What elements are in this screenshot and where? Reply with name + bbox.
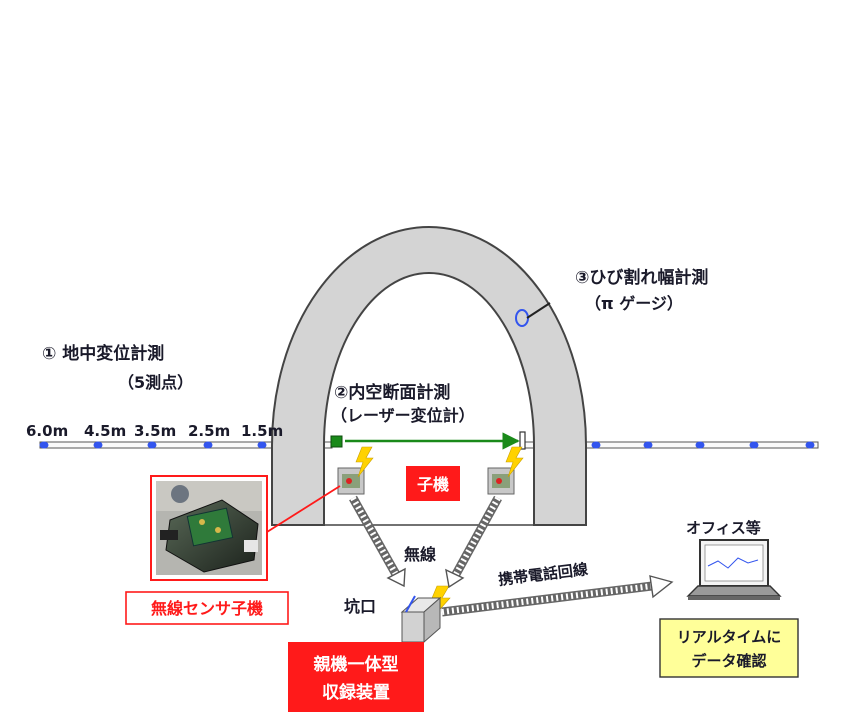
- anchor-point: [203, 441, 213, 449]
- realtime-line1: リアルタイムに: [677, 628, 782, 646]
- laser-emitter-icon: [330, 435, 343, 448]
- distance-label: 6.0m: [26, 422, 68, 440]
- wireless-arrow-left: [349, 495, 406, 588]
- wireless-label: 無線: [404, 545, 436, 564]
- mobile-line-arrow: [441, 575, 674, 617]
- distance-label: 3.5m: [134, 422, 176, 440]
- sensor-box-icon: [487, 467, 515, 495]
- sensor-box-icon: [337, 467, 365, 495]
- crack-gauge-icon: [515, 302, 551, 327]
- tunnel-lining: [271, 226, 587, 526]
- realtime-box: [659, 618, 799, 678]
- realtime-line2: データ確認: [691, 652, 766, 670]
- anchor-point: [147, 441, 157, 449]
- anchor-point: [39, 441, 49, 449]
- anchor-point: [643, 441, 653, 449]
- laser-target: [519, 431, 526, 450]
- parent-unit-line2: 収録装置: [322, 682, 390, 703]
- distance-label: 1.5m: [241, 422, 283, 440]
- laser-measurement: [330, 431, 526, 450]
- portal-label: 坑口: [344, 597, 376, 616]
- measurement-1-title: ① 地中変位計測: [42, 343, 164, 364]
- child-unit-badge: [406, 466, 460, 501]
- sensor-photo: [150, 475, 268, 581]
- office-label: オフィス等: [686, 519, 761, 537]
- measurement-3-title: ③ひび割れ幅計測: [575, 267, 708, 288]
- extensometer-anchors: [39, 441, 815, 449]
- anchor-point: [695, 441, 705, 449]
- distance-label: 4.5m: [84, 422, 126, 440]
- wireless-sensor-label: 無線センサ子機: [151, 599, 263, 618]
- anchor-point: [257, 441, 267, 449]
- parent-unit-icon: [400, 595, 442, 644]
- measurement-2-sub: （レーザー変位計）: [331, 406, 475, 425]
- anchor-point: [805, 441, 815, 449]
- child-unit-label: 子機: [417, 475, 449, 494]
- mobile-line-label: 携帯電話回線: [497, 560, 589, 589]
- measurement-1-sub: （5測点）: [118, 373, 193, 392]
- laptop-icon: [686, 539, 782, 600]
- measurement-2-title: ②内空断面計測: [334, 382, 450, 403]
- distance-label: 2.5m: [188, 422, 230, 440]
- parent-unit-badge: [288, 642, 424, 712]
- lightning-icon: [355, 446, 374, 478]
- anchor-point: [749, 441, 759, 449]
- parent-unit-line1: 親機一体型: [314, 654, 399, 675]
- measurement-3-sub: （π ゲージ）: [585, 294, 683, 313]
- photo-pointer-line: [266, 485, 341, 533]
- wireless-sensor-box: [125, 591, 289, 625]
- wireless-arrow-right: [445, 495, 502, 589]
- lightning-icon: [505, 446, 524, 478]
- anchor-point: [93, 441, 103, 449]
- anchor-point: [591, 441, 601, 449]
- distance-labels: 6.0m 4.5m 3.5m 2.5m 1.5m: [26, 422, 283, 440]
